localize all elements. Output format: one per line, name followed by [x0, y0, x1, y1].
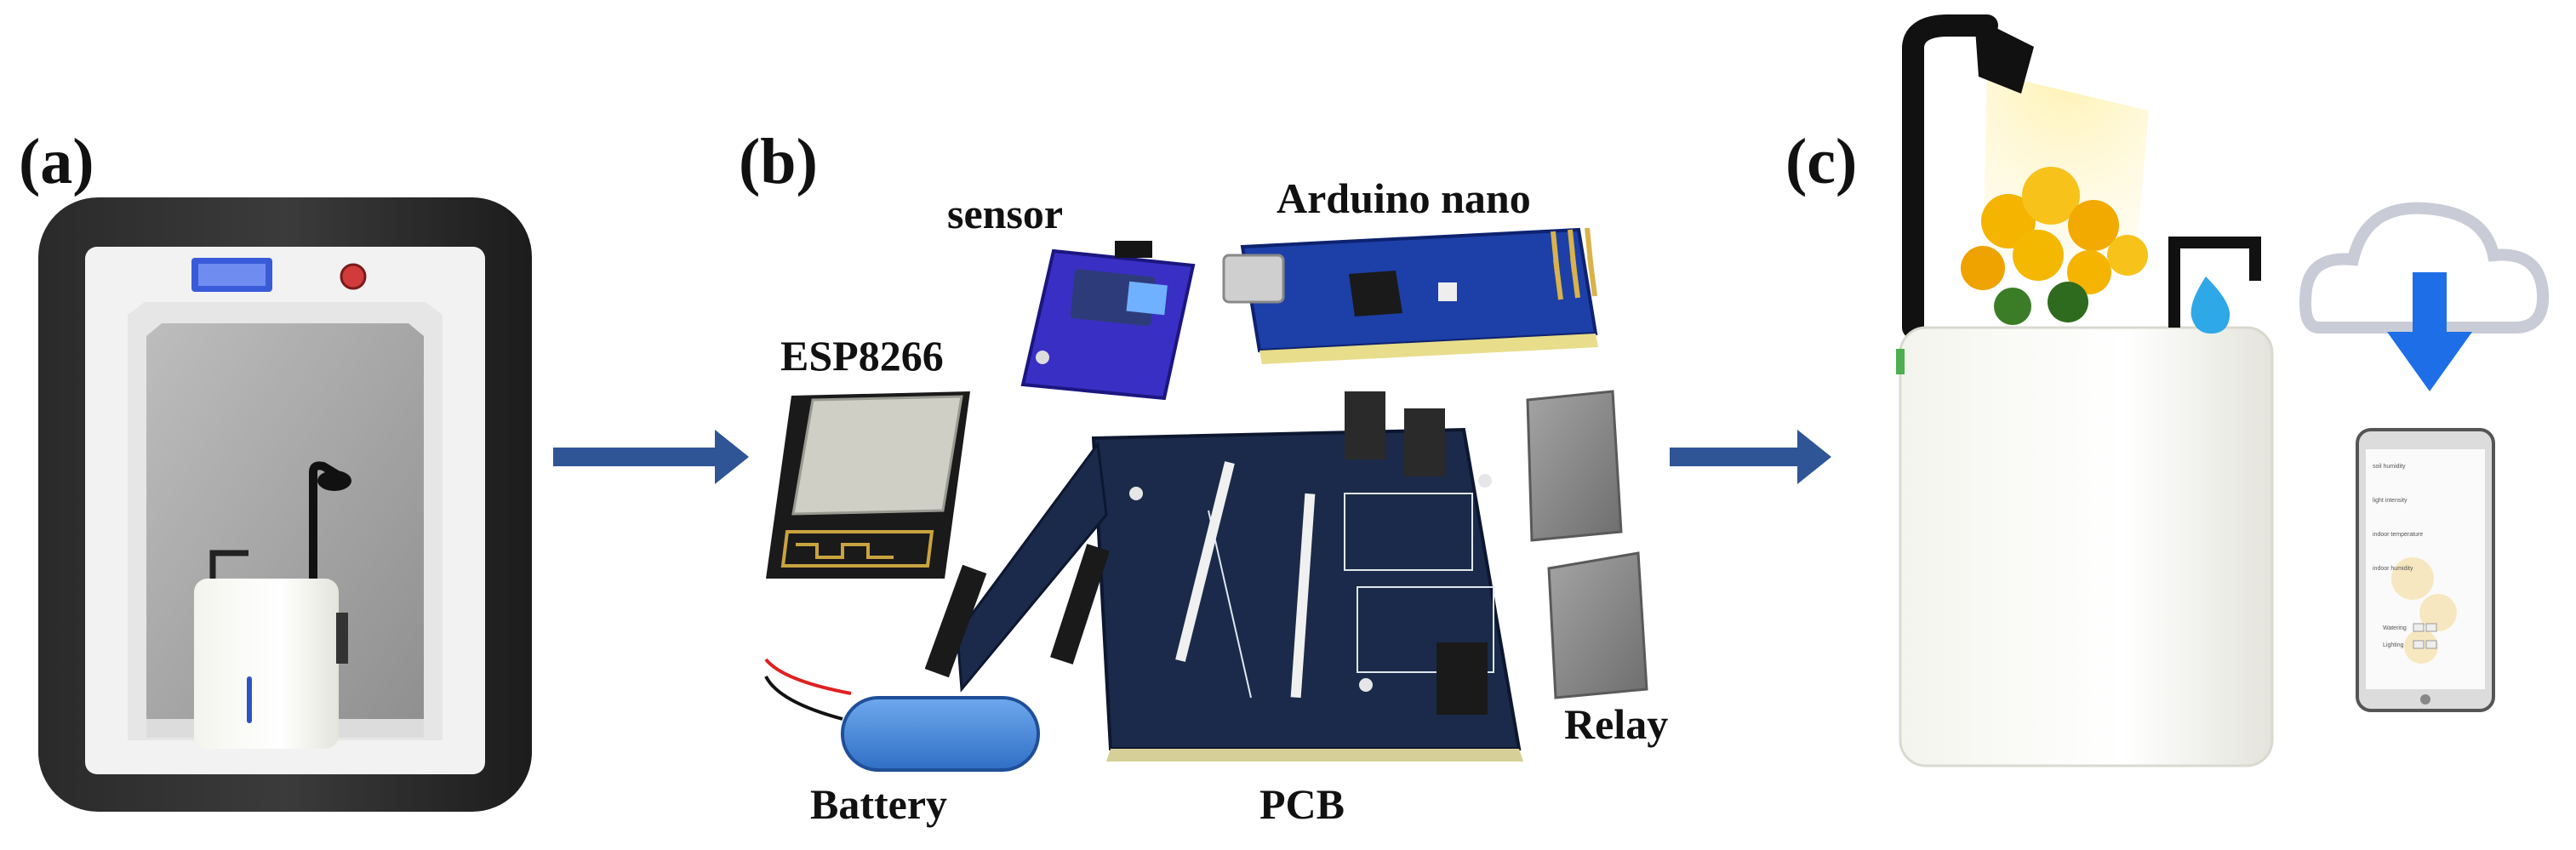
relay-2 [1547, 551, 1648, 699]
panel-a-label: (a) [19, 126, 94, 197]
arduino-header-strip [1259, 334, 1598, 364]
phone-row-watering[interactable]: Watering [2383, 625, 2407, 631]
flow-arrow-1-shaft [553, 448, 715, 466]
arduino-pin-headers [1551, 227, 1597, 300]
sensor-mount-hole [1036, 351, 1049, 364]
water-faucet [2168, 237, 2261, 328]
planter-pot [1899, 326, 2274, 767]
phone-flower-bg [2391, 557, 2457, 664]
esp-antenna-trace [796, 543, 894, 559]
usb-port [1222, 254, 1285, 304]
cabinet-illustration [38, 197, 532, 812]
pcb-jumper-1 [1345, 391, 1385, 459]
download-arrow-head [2387, 332, 2472, 391]
mini-faucet [209, 550, 248, 579]
esp-label: ESP8266 [780, 332, 944, 379]
water-drop-icon [2190, 277, 2230, 334]
panel-b-label: (b) [739, 126, 818, 197]
esp8266-module [766, 391, 970, 579]
battery-label: Battery [810, 780, 947, 828]
relay-1 [1526, 390, 1623, 542]
cabinet-display-screen [198, 264, 266, 286]
phone-row-light-intensity: light intensity [2373, 498, 2408, 504]
flow-arrow-2-head [1797, 430, 1831, 484]
phone-row-lighting[interactable]: Lighting [2383, 642, 2404, 648]
pcb-header-mid [1050, 544, 1110, 665]
mini-side-panel [336, 613, 348, 664]
battery-wire-black [764, 676, 843, 721]
planter-status-led [1896, 349, 1905, 374]
pcb-edge [1106, 749, 1523, 762]
mini-lamp-head [317, 471, 351, 491]
smart-planter [1896, 14, 2274, 767]
pcb-board [924, 391, 1523, 762]
panel-c-label: (c) [1785, 126, 1857, 197]
pcb-header-left [924, 564, 987, 678]
flow-arrow-1 [553, 430, 749, 484]
sensor-label: sensor [947, 190, 1063, 237]
pcb-silkscreen [1208, 493, 1494, 699]
smartphone: soil humidity light intensity indoor tem… [2356, 428, 2495, 712]
pcb-jumper-2 [1404, 408, 1445, 476]
phone-home-button [2420, 694, 2430, 705]
phone-screen [2366, 449, 2485, 689]
mini-planter [194, 579, 339, 749]
esp-shield-can [791, 395, 963, 516]
pcb-left-board [956, 441, 1108, 693]
pcb-pin-rows [1175, 461, 1316, 699]
phone-row-soil-humidity: soil humidity [2373, 464, 2406, 470]
phone-toggle-buttons[interactable] [2413, 623, 2437, 649]
arduino-mcu-chip [1349, 271, 1402, 317]
chrysanthemum-flowers [1961, 167, 2148, 325]
arduino-reset-button [1438, 282, 1457, 301]
pcb-connector-p1 [1437, 642, 1488, 715]
relay-label: Relay [1564, 700, 1668, 748]
phone-row-indoor-humidity: indoor humidity [2373, 566, 2413, 572]
arduino-label: Arduino nano [1277, 174, 1531, 222]
cloud-shape [2299, 202, 2550, 334]
power-button-icon [340, 263, 367, 290]
sensor-module [1020, 241, 1196, 401]
pcb-mount-holes [1129, 474, 1492, 692]
pcb-label: PCB [1259, 780, 1345, 828]
sensor-element [1126, 281, 1168, 316]
flow-arrow-1-head [715, 430, 749, 484]
esp-antenna [780, 530, 934, 568]
grow-light-arm [1902, 14, 1998, 339]
download-arrow-shaft [2413, 272, 2447, 336]
sensor-connector [1115, 241, 1152, 258]
flow-arrow-2-shaft [1670, 448, 1797, 466]
arduino-nano-board [1222, 227, 1598, 364]
battery-body [841, 696, 1040, 772]
battery-wire-red [764, 658, 852, 695]
mini-planter-water-gauge [247, 676, 252, 723]
battery-pack [764, 658, 1040, 772]
phone-row-indoor-temperature: indoor temperature [2373, 532, 2423, 538]
grow-light-head [1974, 17, 2034, 94]
relay-modules [1526, 390, 1648, 699]
flow-arrow-2 [1670, 430, 1831, 484]
arduino-board [1240, 227, 1598, 353]
cloud-download-icon [2299, 202, 2550, 391]
mini-lamp-arm [309, 461, 343, 579]
